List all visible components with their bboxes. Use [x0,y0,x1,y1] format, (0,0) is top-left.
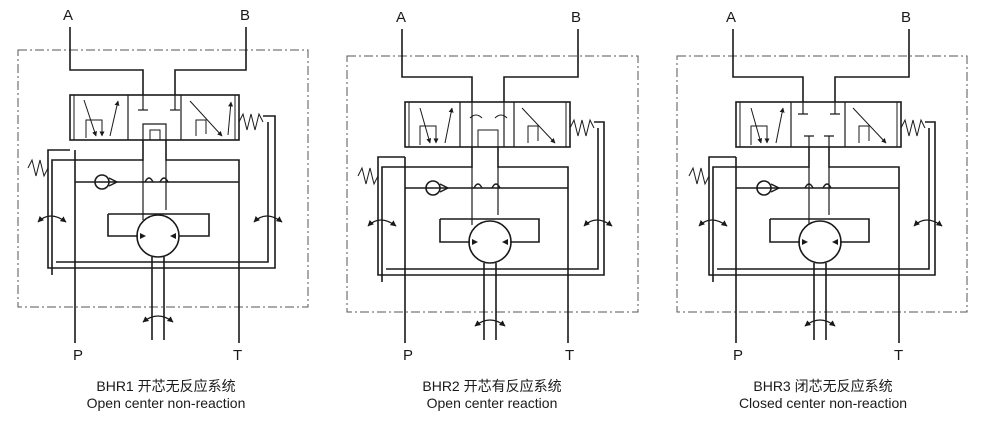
steering-motor [798,220,842,264]
line-outer-right [708,121,936,276]
caption-bhr2: BHR2 开芯有反应系统 Open center reaction [327,378,657,412]
port-label-t: T [565,347,574,364]
port-label-p: P [73,347,83,364]
line-valve-right [497,147,569,188]
line-valve-right [828,147,900,188]
motor-line [769,218,870,243]
line-valve-left [712,147,810,282]
line-a [732,29,804,102]
line-outer-right-2 [56,122,269,263]
port-label-a: A [396,9,406,26]
housing-border [17,49,309,308]
crossing-right [491,183,501,189]
diagram-bhr3: A B P T [676,9,968,364]
motor-line [439,218,540,243]
caption-subtitle: Closed center non-reaction [738,395,908,411]
caption-bhr1: BHR1 开芯无反应系统 Open center non-reaction [1,378,331,412]
caption-title: BHR3 闭芯无反应系统 [753,378,893,394]
line-valve-left [381,147,473,282]
crossing-left [473,183,483,189]
line-a [401,29,473,102]
diagram-bhr1: A B P T [17,7,309,364]
directional-valve [735,101,902,148]
housing-border [676,55,968,313]
port-label-b: B [571,9,581,26]
caption-bhr3: BHR3 闭芯无反应系统 Closed center non-reaction [658,378,988,412]
rotation-arrow-left [698,219,728,227]
crossing-right [159,177,169,183]
rotation-arrow-left [367,219,397,227]
port-label-p: P [733,347,743,364]
line-a [69,27,144,95]
return-spring-right [900,118,926,137]
steering-motor [136,214,180,258]
line-inner-loop [404,157,568,290]
line-valve-right [165,140,240,182]
diagram-bhr2: A B P T [346,9,639,364]
line-inner-loop [74,150,239,285]
line-inner-loop [735,157,899,290]
line-valve-left [51,140,144,275]
caption-subtitle: Open center reaction [426,395,558,411]
motor-shaft [813,263,827,340]
motor-shaft [151,257,165,340]
port-label-p: P [403,347,413,364]
line-b [174,27,247,95]
crossing-right [822,183,832,189]
motor-line [107,213,210,237]
rotation-arrow-right [913,219,943,227]
line-outer-right [377,121,605,276]
line-b [503,29,579,102]
check-valve [94,174,110,190]
port-label-a: A [63,7,73,24]
relief-spring-left [357,166,379,186]
motor-shaft [483,263,497,340]
port-label-t: T [894,347,903,364]
rotation-arrow-right [583,219,613,227]
rotation-arrow-shaft [142,315,174,323]
port-label-t: T [233,347,242,364]
port-label-a: A [726,9,736,26]
rotation-arrow-shaft [474,319,506,327]
return-spring-right [238,112,264,131]
line-outer-right-2 [717,128,930,270]
housing-border [346,55,639,313]
port-label-b: B [240,7,250,24]
directional-valve [404,101,571,148]
crossing-left [144,177,154,183]
steering-motor [468,220,512,264]
caption-title: BHR1 开芯无反应系统 [96,378,236,394]
line-outer-right-2 [386,128,599,270]
line-outer-right [47,115,276,269]
relief-spring-left [688,166,710,186]
check-valve [425,180,441,196]
rotation-arrow-right [253,215,283,223]
port-label-b: B [901,9,911,26]
relief-spring-left [27,158,49,178]
caption-subtitle: Open center non-reaction [86,395,246,411]
rotation-arrow-left [37,215,67,223]
directional-valve [69,94,240,141]
rotation-arrow-shaft [804,319,836,327]
return-spring-right [569,118,595,137]
caption-title: BHR2 开芯有反应系统 [422,378,562,394]
line-b [834,29,910,102]
check-valve [756,180,772,196]
